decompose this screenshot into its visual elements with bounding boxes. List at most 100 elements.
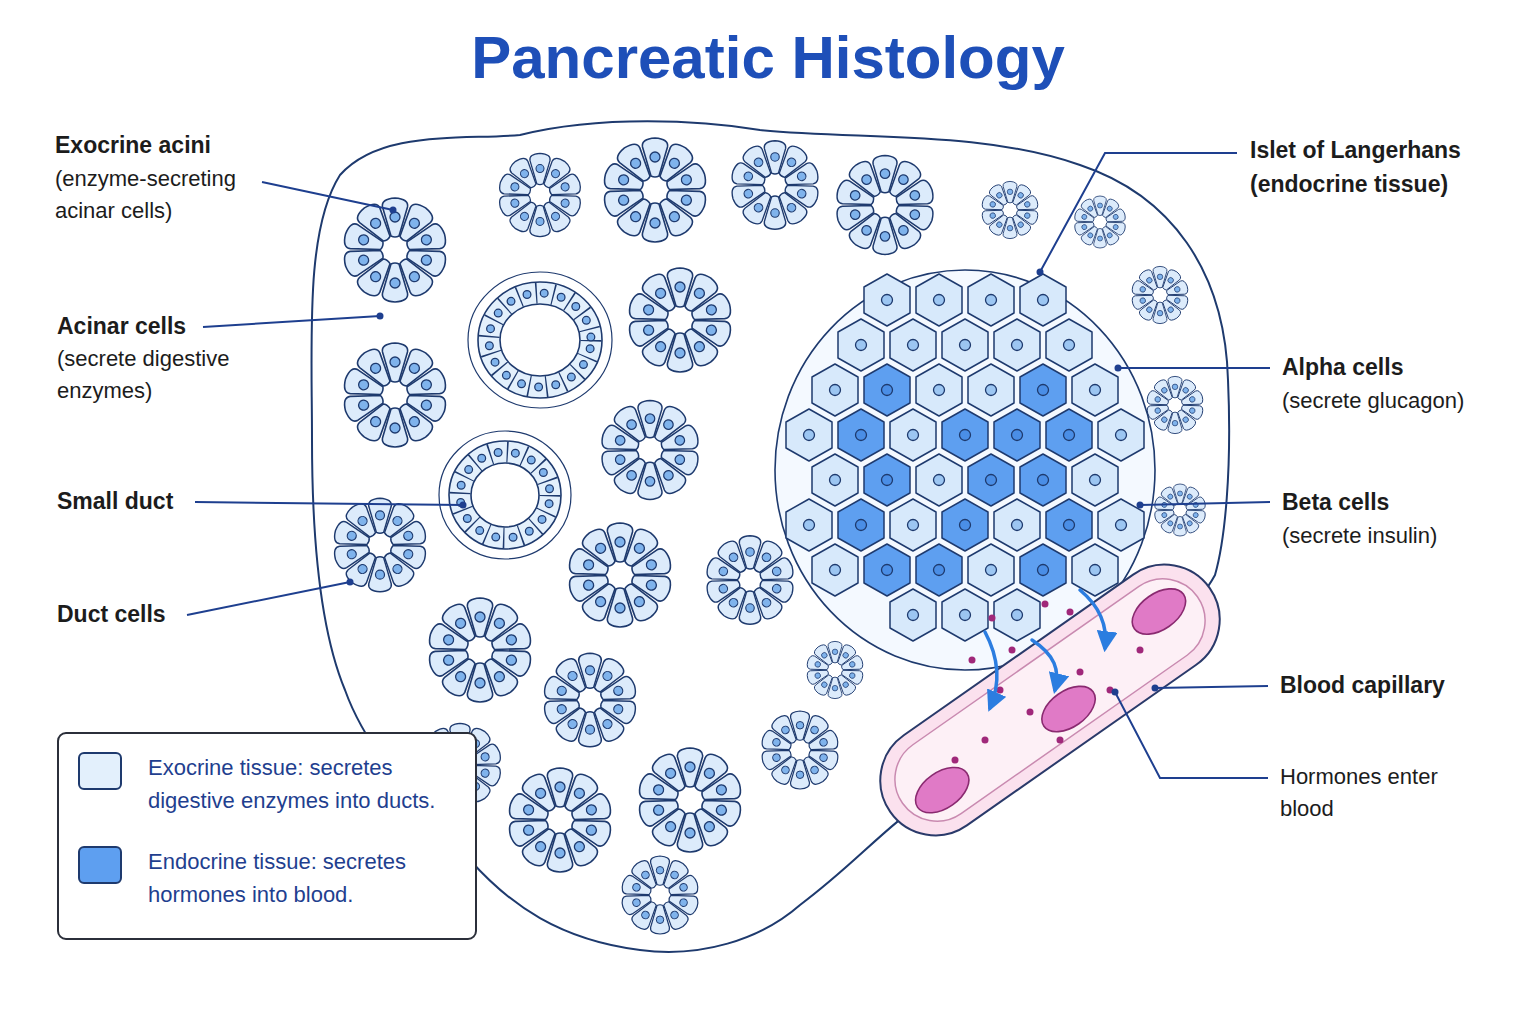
hormone-dot (1057, 737, 1064, 744)
hormone-dot (1077, 669, 1084, 676)
hormone-dot (1067, 609, 1074, 616)
red-blood-cell (1124, 580, 1194, 644)
capillary-wall (859, 543, 1242, 857)
duct-nuclei (460, 452, 550, 538)
hormone-dot (1027, 709, 1034, 716)
acinus (1131, 266, 1190, 323)
hormone-dot (952, 757, 959, 764)
red-blood-cell (907, 758, 977, 822)
alpha-cell (864, 274, 910, 326)
legend-swatch (78, 846, 122, 884)
acinus (620, 856, 700, 934)
beta-cell (864, 454, 910, 506)
acinus (760, 711, 840, 789)
leader-line (262, 182, 393, 210)
duct-lumen (471, 463, 539, 527)
beta-cell (1020, 544, 1066, 596)
beta-cell (838, 499, 884, 551)
beta-cell (838, 409, 884, 461)
leader-line (203, 316, 380, 327)
acinus (806, 641, 865, 698)
acinus (342, 198, 449, 302)
hormone-dot (1009, 647, 1016, 654)
part-name: Duct cells (57, 598, 357, 631)
acinus (637, 748, 744, 852)
leader-dot (1037, 269, 1044, 276)
part-name: Islet of Langerhans (1250, 134, 1530, 167)
leader-line (187, 582, 350, 615)
alpha-cell (838, 319, 884, 371)
leader-line (1155, 686, 1268, 688)
capillary-lumen (878, 562, 1221, 837)
leader-dot (1112, 689, 1119, 696)
beta-cell (942, 499, 988, 551)
part-name: Alpha cells (1282, 351, 1532, 384)
part-name: Exocrine acini (55, 129, 355, 162)
hormone-dot (989, 615, 996, 622)
acinus (599, 401, 700, 500)
beta-cell (1020, 364, 1066, 416)
part-description: (secrete insulin) (1282, 520, 1532, 552)
leader-line (195, 502, 463, 505)
duct-nuclei (489, 293, 591, 387)
part-name: Small duct (57, 485, 357, 518)
hormone-dots (952, 601, 1144, 764)
alpha-cell (812, 364, 858, 416)
secretion-arrows (985, 590, 1106, 708)
alpha-cell (994, 319, 1040, 371)
alpha-cell (942, 589, 988, 641)
alpha-cell (1072, 364, 1118, 416)
alpha-cell (916, 454, 962, 506)
duct-wall (478, 282, 602, 398)
part-description: (enzyme-secreting acinar cells) (55, 163, 270, 227)
diagram-title: Pancreatic Histology (0, 22, 1536, 94)
alpha-cell (1072, 454, 1118, 506)
acinus (834, 156, 935, 255)
alpha-cell (916, 364, 962, 416)
alpha-cell (890, 499, 936, 551)
acinus (497, 153, 582, 236)
beta-cell (968, 454, 1014, 506)
part-description: Hormones enter blood (1280, 761, 1470, 825)
leader-dot (390, 207, 397, 214)
acinus (1073, 196, 1126, 248)
acinus (602, 138, 709, 242)
part-name: Blood capillary (1280, 669, 1530, 702)
alpha-cell (968, 274, 1014, 326)
alpha-cell (1020, 274, 1066, 326)
leader-line (1118, 367, 1270, 369)
beta-cell (1046, 499, 1092, 551)
hormone-dot (1137, 647, 1144, 654)
beta-cell (864, 364, 910, 416)
leader-line (1140, 502, 1270, 505)
leader-dot (1152, 685, 1159, 692)
leader-dot (1115, 365, 1122, 372)
acinus (567, 523, 674, 627)
leader-dot (460, 502, 467, 509)
acinus (332, 498, 428, 592)
legend-text: Exocrine tissue: secretes digestive enzy… (148, 751, 470, 817)
acinus (507, 768, 614, 872)
islet-boundary (775, 270, 1155, 670)
alpha-cell (1098, 499, 1144, 551)
acinus (542, 653, 638, 747)
leader-lines (187, 153, 1270, 778)
leader-line (1115, 692, 1268, 778)
alpha-cell (968, 544, 1014, 596)
beta-cell (1020, 454, 1066, 506)
alpha-cell (942, 319, 988, 371)
blood-capillary (859, 543, 1242, 857)
duct-sheath (468, 272, 612, 408)
alpha-cell (1098, 409, 1144, 461)
acinus (627, 268, 734, 372)
alpha-cell (1072, 544, 1118, 596)
alpha-cell (1046, 319, 1092, 371)
alpha-cell (890, 409, 936, 461)
acinus (981, 181, 1040, 238)
secretion-arrow (985, 632, 997, 708)
duct-cell-borders (489, 293, 591, 387)
part-description: (secrete digestive enzymes) (57, 343, 267, 407)
alpha-cell (890, 589, 936, 641)
secretion-arrow (1032, 640, 1057, 690)
islet-of-langerhans (775, 270, 1155, 670)
